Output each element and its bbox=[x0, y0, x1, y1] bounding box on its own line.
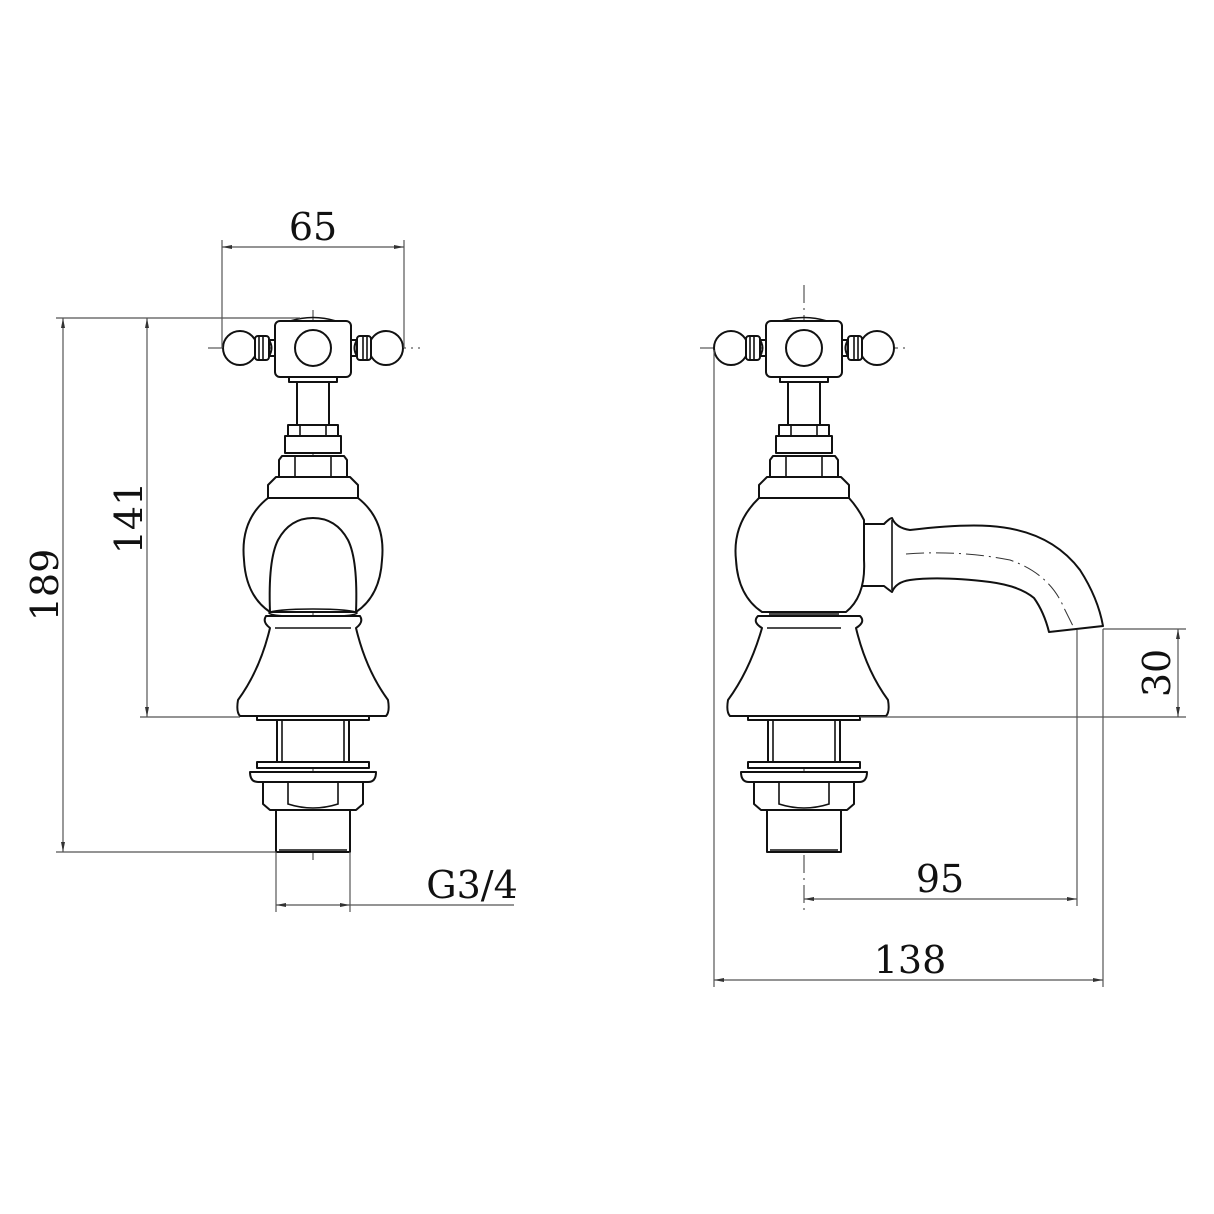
front-body bbox=[236, 497, 390, 721]
dimension-spout-reach: 95 bbox=[916, 857, 964, 901]
side-body bbox=[726, 497, 890, 721]
front-handle-hub bbox=[274, 316, 352, 378]
side-handle-right bbox=[840, 330, 895, 366]
front-dimensions: 65 189 141 G3/4 bbox=[23, 205, 518, 912]
front-view bbox=[208, 310, 420, 860]
side-handle-left bbox=[713, 330, 768, 366]
side-shank bbox=[740, 719, 868, 853]
dimension-height-to-deck: 141 bbox=[107, 482, 151, 555]
side-spout bbox=[861, 517, 1104, 633]
side-dimensions: 30 95 138 bbox=[713, 350, 1186, 987]
side-handle-hub bbox=[765, 316, 843, 378]
front-shank bbox=[249, 719, 377, 853]
dimension-thread: G3/4 bbox=[426, 863, 518, 907]
dimension-handle-width: 65 bbox=[289, 205, 337, 249]
front-handle-right bbox=[349, 330, 404, 366]
dimension-spout-height: 30 bbox=[1135, 649, 1179, 697]
dimension-overall-depth: 138 bbox=[874, 938, 947, 982]
side-view bbox=[700, 285, 1104, 910]
dimension-overall-height: 189 bbox=[23, 549, 67, 622]
side-spindle bbox=[758, 376, 850, 499]
front-handle-left bbox=[222, 330, 277, 366]
front-spindle bbox=[267, 376, 359, 499]
